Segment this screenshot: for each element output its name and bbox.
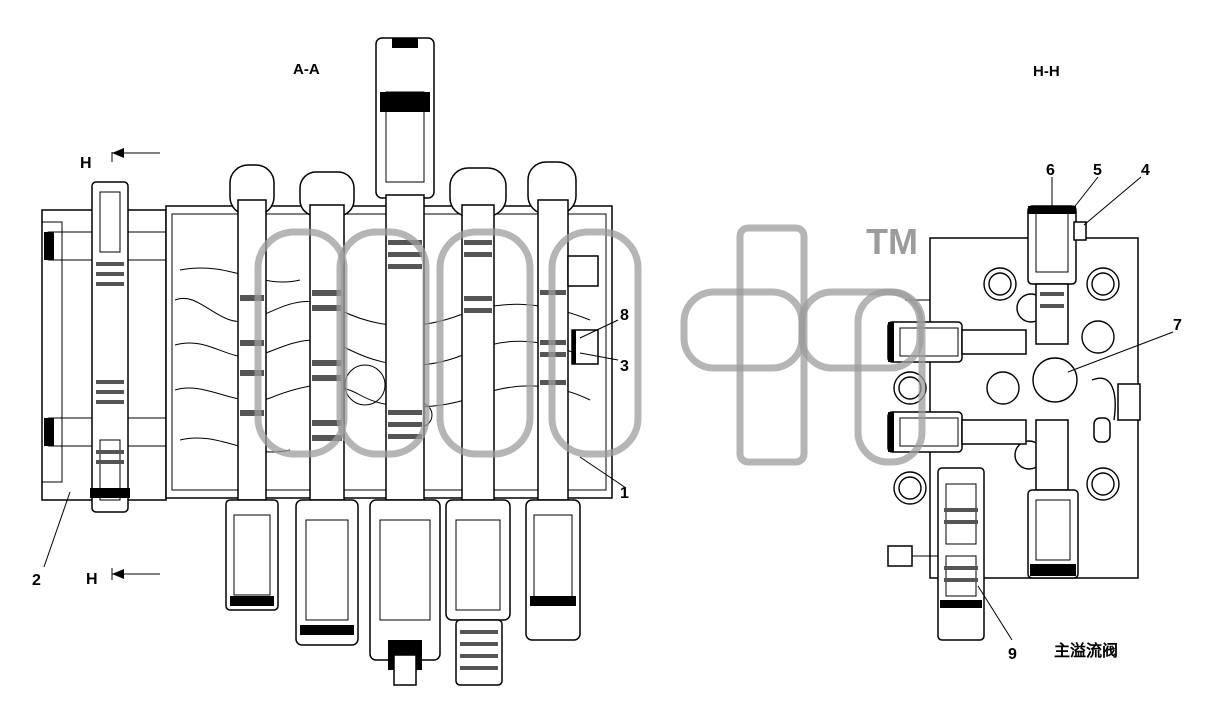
- callout-9: 9: [1008, 646, 1017, 663]
- callout-4: 4: [1141, 162, 1150, 179]
- view-title-a-a: A-A: [293, 61, 320, 78]
- center-spool-cap: [375, 37, 435, 199]
- callout-2: 2: [32, 572, 41, 589]
- view-title-h-h: H-H: [1033, 63, 1060, 80]
- section-h-h-view: [887, 205, 1141, 641]
- arrow-left-icon: [112, 148, 124, 158]
- callout-7: 7: [1173, 317, 1182, 334]
- callouts: 1 2 3 4 5 6 7 8 9: [32, 162, 1182, 663]
- callout-6: 6: [1046, 162, 1055, 179]
- callout-5: 5: [1093, 162, 1102, 179]
- callout-8: 8: [620, 307, 629, 324]
- watermark-tm: TM: [866, 221, 918, 262]
- main-relief-valve: [937, 467, 985, 641]
- callout-1: 1: [620, 485, 629, 502]
- caption-main-relief-valve: 主溢流阀: [1054, 641, 1118, 660]
- svg-text:H: H: [86, 571, 98, 588]
- arrow-left-icon: [112, 569, 124, 579]
- watermark: TM: [254, 221, 926, 466]
- svg-text:H: H: [80, 155, 92, 172]
- callout-3: 3: [620, 358, 629, 375]
- cut-mark-bottom: H: [86, 568, 160, 588]
- cut-mark-top: H: [80, 148, 160, 172]
